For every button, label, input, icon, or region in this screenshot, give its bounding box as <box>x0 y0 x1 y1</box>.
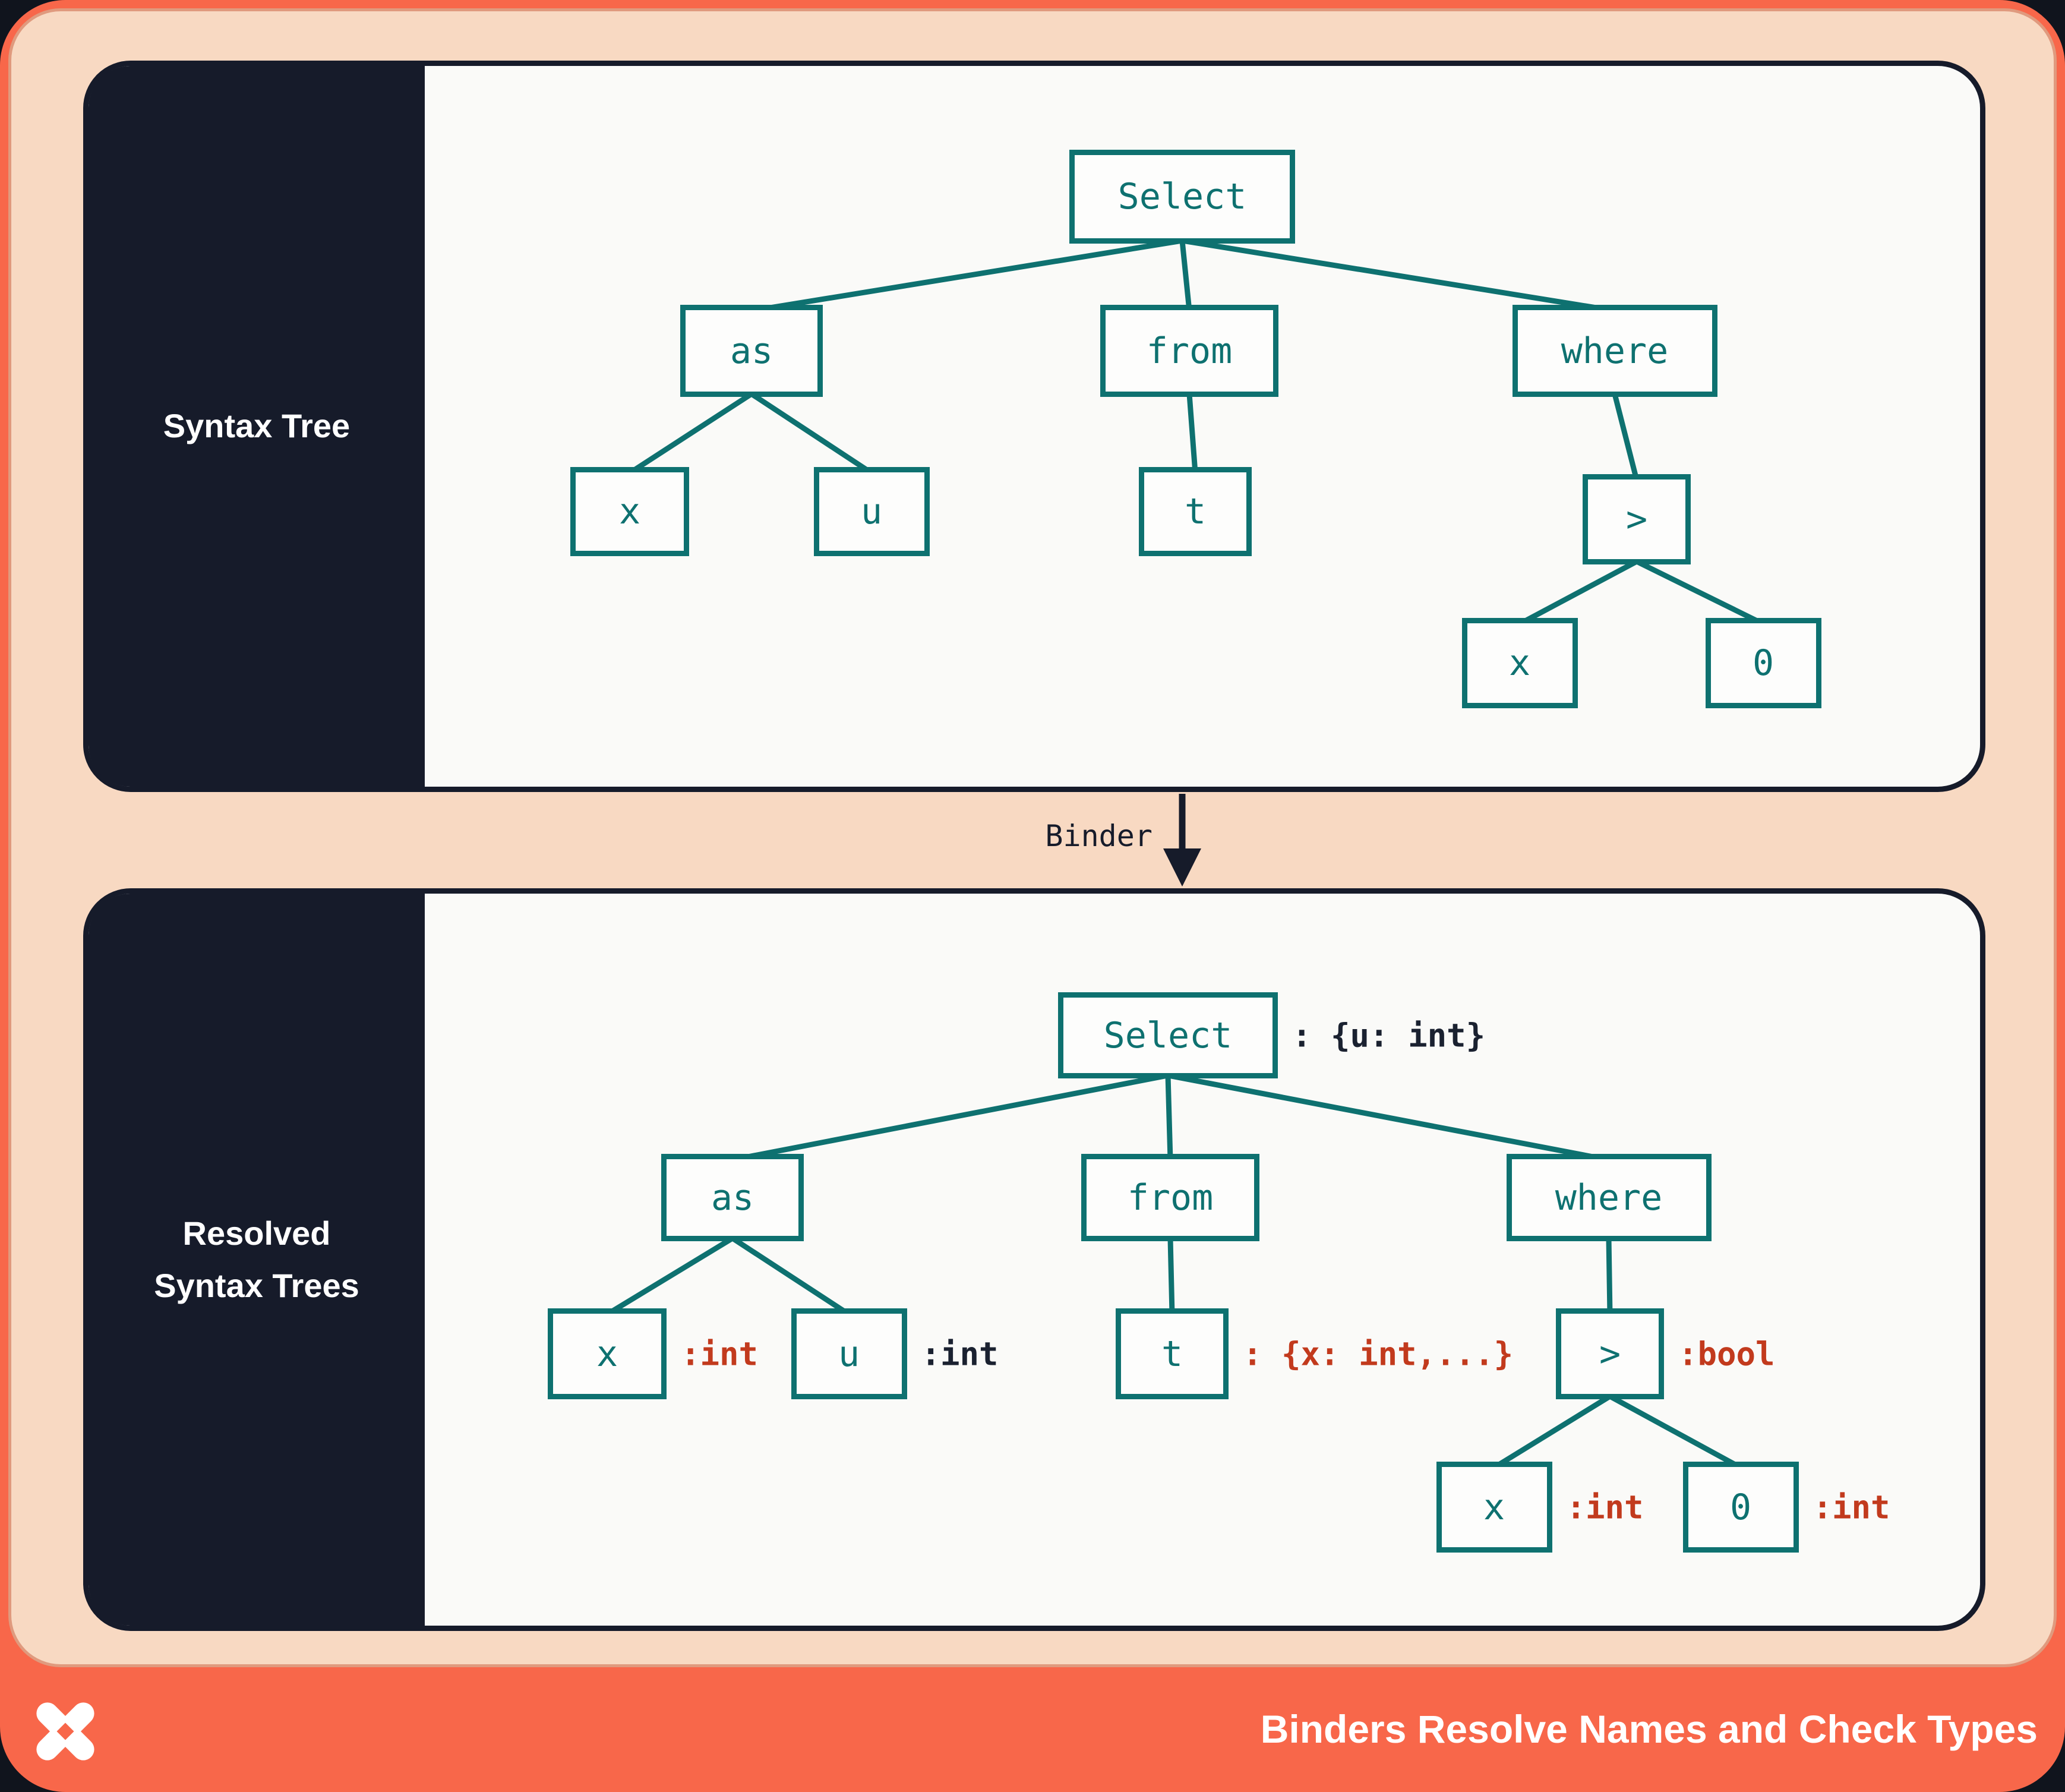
dioxus-pinwheel-icon <box>36 1702 94 1761</box>
node-label: as <box>711 1176 754 1219</box>
tree-edge <box>1165 1075 1173 1160</box>
node-label: 0 <box>1752 642 1774 684</box>
type-annotation: : {u: int} <box>1292 1017 1486 1054</box>
tree-node-syntax-tree-where: where <box>1512 305 1717 397</box>
tree-edge <box>731 1236 851 1317</box>
tree-node-syntax-tree-select: Select <box>1069 150 1295 244</box>
tree-node-resolved-syntax-trees-x2: x <box>1436 1462 1552 1553</box>
node-label: u <box>838 1333 860 1375</box>
tree-node-resolved-syntax-trees-u: u <box>791 1308 907 1399</box>
sidebar-label-line: Resolved <box>182 1214 331 1252</box>
node-label: 0 <box>1729 1486 1752 1528</box>
tree-node-syntax-tree-x2: x <box>1461 618 1578 708</box>
sidebar-label-line: Syntax Tree <box>163 407 351 445</box>
tree-node-syntax-tree-t: t <box>1139 467 1252 556</box>
panel-syntax-tree: Syntax Tree <box>83 61 1985 792</box>
tree-edge <box>1167 1072 1609 1163</box>
node-label: > <box>1625 499 1648 540</box>
node-label: from <box>1127 1176 1214 1219</box>
node-label: Select <box>1117 176 1247 217</box>
node-label: as <box>730 330 773 372</box>
tree-edge <box>1612 393 1640 481</box>
node-label: x <box>1483 1486 1505 1528</box>
panel-resolved-syntax-trees: Resolved Syntax Trees <box>83 888 1985 1631</box>
tree-node-resolved-syntax-trees-from: from <box>1081 1154 1259 1241</box>
type-annotation: :int <box>1813 1488 1890 1526</box>
binder-label: Binder <box>1045 819 1153 853</box>
tree-edge <box>1518 559 1638 626</box>
tree-edge <box>1167 1238 1175 1315</box>
node-label: u <box>860 491 883 532</box>
tree-node-syntax-tree-from: from <box>1100 305 1278 397</box>
tree-edge <box>1179 240 1192 311</box>
tree-node-syntax-tree-zero: 0 <box>1705 618 1821 708</box>
tree-edge <box>1606 1238 1613 1315</box>
node-label: x <box>1508 642 1531 684</box>
tree-edge <box>605 1236 734 1317</box>
tree-edge <box>751 238 1183 314</box>
node-label: where <box>1561 330 1669 372</box>
type-annotation: :int <box>921 1335 999 1373</box>
tree-edge <box>1182 238 1615 314</box>
tree-node-syntax-tree-as: as <box>680 305 823 397</box>
tree-edge <box>1635 559 1764 627</box>
node-label: x <box>596 1333 618 1375</box>
tree-edge <box>1186 393 1198 474</box>
node-label: > <box>1599 1333 1621 1375</box>
node-label: where <box>1555 1176 1663 1219</box>
tree-node-resolved-syntax-trees-as: as <box>661 1154 804 1241</box>
node-label: from <box>1146 330 1233 372</box>
tree-node-resolved-syntax-trees-select: Select <box>1058 992 1278 1078</box>
type-annotation: : {x: int,...} <box>1243 1335 1514 1373</box>
tree-edge <box>1492 1394 1612 1470</box>
node-label: t <box>1184 491 1207 532</box>
type-annotation: :int <box>1566 1488 1644 1526</box>
tree-edge <box>732 1072 1169 1163</box>
tree-node-resolved-syntax-trees-t: t <box>1116 1308 1229 1399</box>
tree-edge <box>628 392 753 475</box>
tree-edge <box>1608 1394 1742 1470</box>
tree-node-syntax-tree-u: u <box>813 467 930 556</box>
tree-node-resolved-syntax-trees-where: where <box>1506 1154 1712 1241</box>
type-annotation: :bool <box>1678 1335 1775 1373</box>
sidebar-syntax-tree: Syntax Tree <box>89 66 425 787</box>
tree-node-resolved-syntax-trees-gt: > <box>1556 1308 1664 1399</box>
type-annotation: :int <box>681 1335 759 1373</box>
node-label: t <box>1161 1333 1183 1375</box>
tree-node-syntax-tree-gt: > <box>1583 474 1691 564</box>
tree-node-syntax-tree-x1: x <box>570 467 689 556</box>
footer-title: Binders Resolve Names and Check Types <box>1260 1707 2038 1751</box>
sidebar-label-line: Syntax Trees <box>154 1267 359 1304</box>
tree-node-resolved-syntax-trees-x1: x <box>548 1308 667 1399</box>
node-label: x <box>618 491 641 532</box>
node-label: Select <box>1103 1014 1233 1056</box>
tree-node-resolved-syntax-trees-zero: 0 <box>1682 1462 1799 1553</box>
tree-edge <box>750 392 873 475</box>
sidebar-resolved-syntax-trees: Resolved Syntax Trees <box>89 894 425 1626</box>
